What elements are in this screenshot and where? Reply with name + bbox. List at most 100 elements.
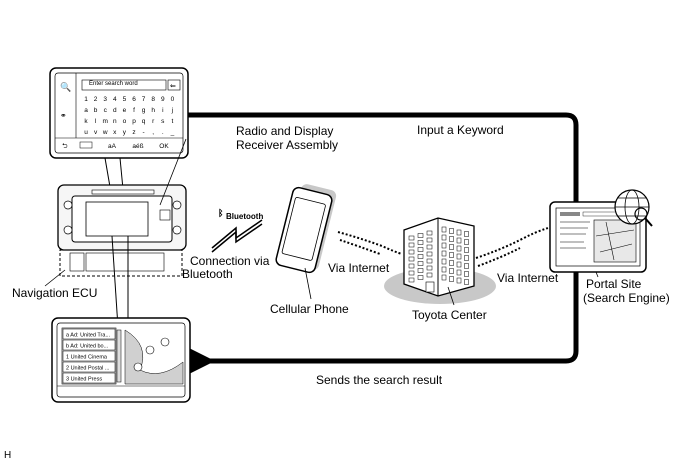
keyboard-key: s bbox=[161, 118, 165, 125]
results-screen: a Ad: United Tra...b Ad: United bo...1 U… bbox=[51, 317, 191, 403]
window bbox=[426, 251, 433, 257]
result-row bbox=[62, 339, 116, 351]
bluetooth-symbol: ᛒ bbox=[218, 208, 223, 218]
cellular-phone bbox=[275, 184, 337, 274]
window bbox=[408, 242, 415, 248]
window bbox=[441, 242, 447, 249]
label-radio-display-2: Receiver Assembly bbox=[236, 138, 339, 152]
window bbox=[417, 247, 424, 252]
label-portal-1: Portal Site bbox=[586, 277, 642, 291]
window bbox=[417, 254, 424, 259]
keyboard-key: - bbox=[143, 129, 145, 136]
keyboard-key: z bbox=[132, 129, 135, 136]
keyboard-key: u bbox=[84, 129, 88, 136]
keyboard-key: j bbox=[171, 107, 173, 114]
keyboard-key: a bbox=[84, 107, 88, 114]
keyboard-key: b bbox=[94, 107, 98, 114]
window bbox=[464, 263, 469, 269]
window bbox=[417, 233, 424, 238]
keyboard-key: g bbox=[142, 107, 146, 114]
window bbox=[449, 252, 454, 258]
keyboard-bottom-key: OK bbox=[159, 143, 169, 150]
internet-link-left bbox=[337, 231, 403, 255]
label-bluetooth-logo: Bluetooth bbox=[226, 212, 264, 221]
building-windows bbox=[408, 226, 469, 285]
result-row-label: a Ad: United Tra... bbox=[66, 333, 110, 339]
keyboard-icon bbox=[79, 141, 93, 149]
result-row-label: 1 United Cinema bbox=[66, 355, 108, 361]
keyboard-key: o bbox=[123, 118, 127, 125]
window bbox=[441, 274, 447, 281]
leader-cellular-phone bbox=[304, 267, 312, 300]
label-via-internet-left: Via Internet bbox=[328, 261, 390, 275]
label-via-internet-right: Via Internet bbox=[497, 271, 559, 285]
window bbox=[441, 226, 447, 233]
keyboard-key: c bbox=[104, 107, 108, 114]
leader-toyota-center bbox=[447, 286, 455, 306]
window bbox=[426, 244, 433, 250]
window bbox=[456, 245, 462, 252]
label-sends-result: Sends the search result bbox=[316, 373, 443, 387]
window bbox=[456, 253, 462, 260]
keyboard-key: i bbox=[162, 107, 163, 114]
keyboard-key: 0 bbox=[171, 96, 175, 103]
label-cellular-phone: Cellular Phone bbox=[270, 302, 349, 316]
window bbox=[464, 231, 469, 237]
window bbox=[441, 234, 447, 241]
window bbox=[464, 279, 469, 285]
keyboard-key: 4 bbox=[113, 96, 117, 103]
label-toyota-center: Toyota Center bbox=[412, 308, 487, 322]
keyboard-key: h bbox=[151, 107, 155, 114]
result-list: a Ad: United Tra...b Ad: United bo...1 U… bbox=[62, 328, 116, 384]
window bbox=[464, 239, 469, 245]
keyboard-key: 8 bbox=[151, 96, 155, 103]
window bbox=[408, 249, 415, 255]
keyboard-key: l bbox=[95, 118, 97, 125]
keyboard-key: 3 bbox=[103, 96, 107, 103]
window bbox=[456, 269, 462, 276]
keyboard-key: q bbox=[142, 118, 146, 125]
label-connection-2: Bluetooth bbox=[182, 267, 233, 281]
leader-radio-display bbox=[159, 138, 187, 206]
window bbox=[426, 265, 433, 271]
window bbox=[449, 228, 454, 234]
label-input-keyword: Input a Keyword bbox=[417, 123, 504, 137]
keyboard-key: y bbox=[123, 129, 127, 136]
window bbox=[456, 277, 462, 284]
link-icon: ⚭ bbox=[60, 111, 67, 120]
navigation-ecu bbox=[59, 249, 183, 277]
keyboard-key: . bbox=[162, 129, 164, 136]
keyboard-key: v bbox=[94, 129, 98, 136]
window bbox=[417, 275, 424, 280]
keyboard-key: t bbox=[171, 118, 173, 125]
window bbox=[456, 261, 462, 268]
window bbox=[449, 244, 454, 250]
leader-navigation-ecu bbox=[44, 269, 66, 287]
globe-icon bbox=[614, 189, 653, 227]
result-row bbox=[62, 350, 116, 362]
result-row bbox=[62, 328, 116, 340]
keyboard-key: 6 bbox=[132, 96, 136, 103]
keyboard-key: 1 bbox=[84, 96, 88, 103]
window bbox=[449, 236, 454, 242]
keyboard-key: _ bbox=[170, 129, 175, 136]
window bbox=[456, 229, 462, 236]
result-row bbox=[62, 361, 116, 373]
keyboard-bottom-key: aA bbox=[108, 143, 117, 150]
label-portal-2: (Search Engine) bbox=[583, 291, 670, 305]
result-row-label: 2 United Postal ... bbox=[66, 366, 110, 372]
window bbox=[456, 237, 462, 244]
keyboard-key: r bbox=[152, 118, 155, 125]
keyboard-key: d bbox=[113, 107, 117, 114]
window bbox=[441, 266, 447, 273]
window bbox=[408, 235, 415, 241]
window bbox=[408, 277, 415, 283]
label-radio-display-1: Radio and Display bbox=[236, 124, 334, 138]
backspace-key bbox=[167, 79, 181, 91]
leader-portal bbox=[595, 271, 599, 278]
